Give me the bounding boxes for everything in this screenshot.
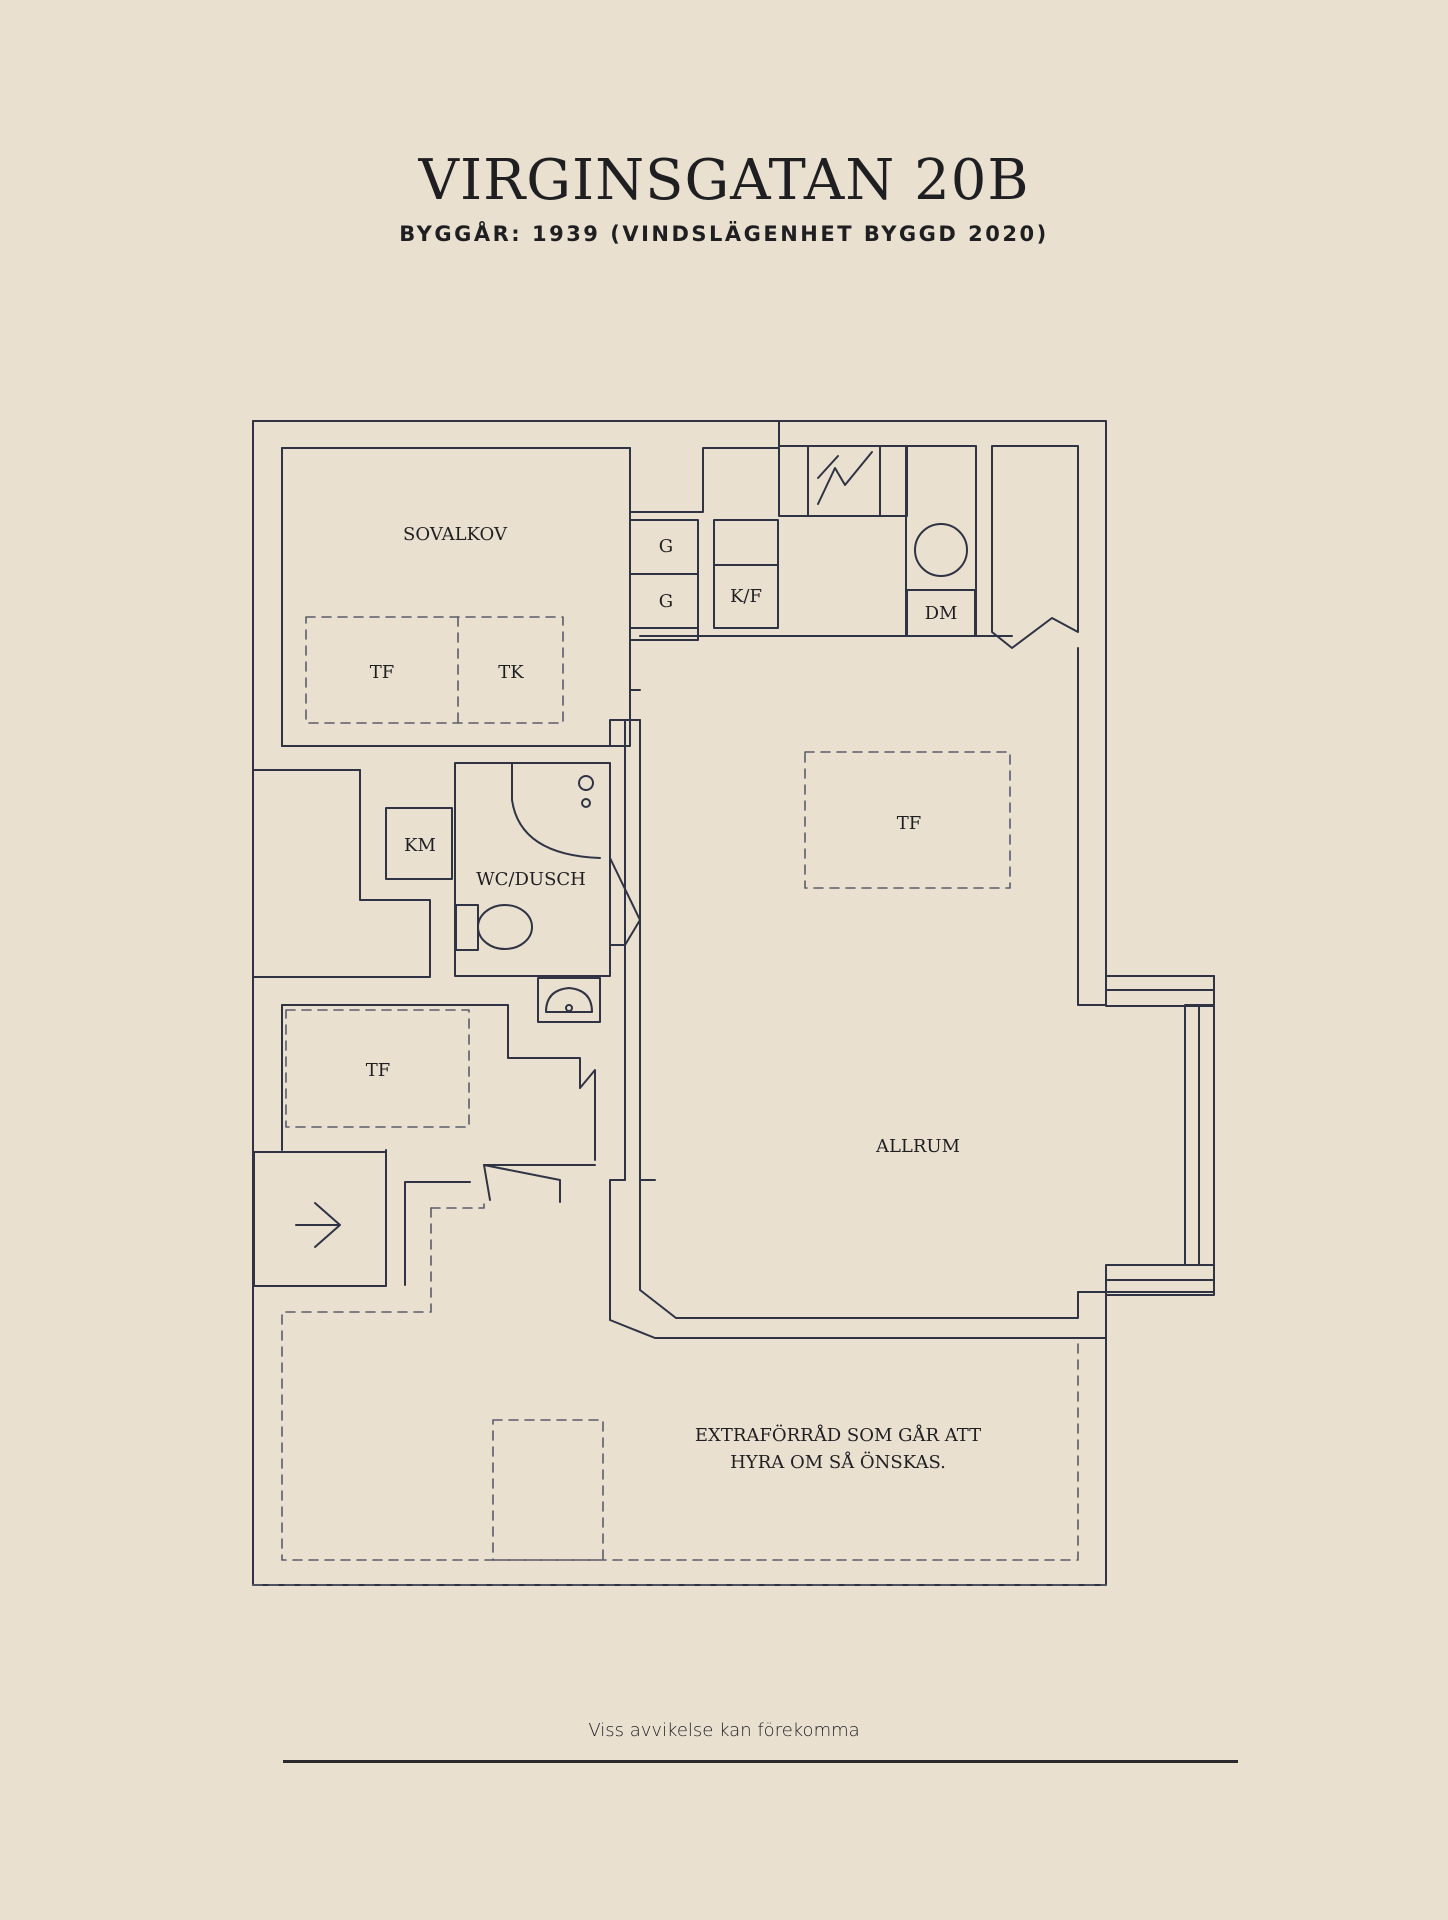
disclaimer: Viss avvikelse kan förekomma (588, 1720, 860, 1741)
zone-main-tf (804, 751, 1011, 889)
label-tf-bed: TF (370, 662, 395, 683)
label-g2: G (659, 591, 673, 612)
interior-walls (252, 445, 1215, 1586)
page-title: VIRGINSGATAN 20B (418, 148, 1030, 213)
page-subtitle: BYGGÅR: 1939 (VINDSLÄGENHET BYGGD 2020) (399, 222, 1049, 246)
zone-left-tf (285, 1009, 470, 1128)
label-tf-left: TF (366, 1060, 391, 1081)
zone-storage-inner (492, 1419, 604, 1561)
label-tk: TK (498, 662, 524, 683)
label-sovalkov: SOVALKOV (403, 524, 508, 545)
zone-bed-area (305, 616, 564, 724)
label-allrum: ALLRUM (875, 1136, 960, 1157)
dashed-zones (252, 616, 1107, 1586)
label-g1: G (659, 536, 673, 557)
room-labels: SOVALKOV G G K/F DM TF TK TF KM WC/DUSCH… (366, 524, 981, 1473)
label-extra-1: EXTRAFÖRRÅD SOM GÅR ATT (695, 1423, 981, 1446)
label-km: KM (404, 835, 436, 856)
label-wc: WC/DUSCH (476, 869, 586, 890)
label-tf-main: TF (897, 813, 922, 834)
label-dm: DM (925, 603, 958, 624)
label-kf: K/F (730, 586, 762, 607)
footer-rule (283, 1760, 1238, 1763)
label-extra-2: HYRA OM SÅ ÖNSKAS. (730, 1450, 946, 1473)
